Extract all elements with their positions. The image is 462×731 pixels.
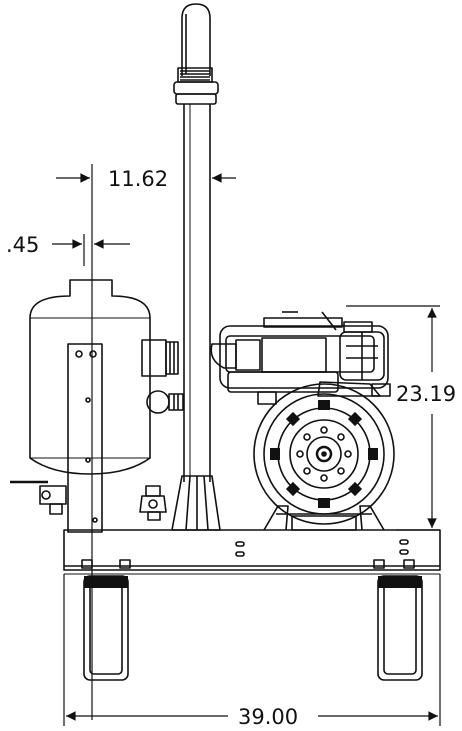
tank-support-post <box>67 343 103 533</box>
left-leg <box>83 575 129 681</box>
dim-width-label: 39.00 <box>238 705 298 729</box>
right-leg <box>377 575 423 681</box>
dim-height-label: 23.19 <box>396 382 456 406</box>
engine-mount <box>263 505 385 531</box>
skid-frame <box>63 529 441 575</box>
fan-bolts <box>296 426 352 482</box>
tank-fitting <box>141 339 184 414</box>
fan-blades <box>270 400 378 508</box>
dim-width-line <box>63 574 441 726</box>
dim-offset-a-line <box>56 164 236 720</box>
engine-housing <box>210 311 391 405</box>
dim-height-line <box>346 305 440 531</box>
drain-valve <box>10 480 67 515</box>
dim-offset-b-label: .45 <box>6 233 39 257</box>
dim-offset-b-line <box>52 234 130 266</box>
dim-offset-a-label: 11.62 <box>108 167 168 191</box>
dimension-labels: 11.62 .45 23.19 39.00 <box>6 167 456 729</box>
discharge-pipe <box>173 3 219 482</box>
check-valve <box>139 485 167 521</box>
pipe-base-gusset <box>171 475 221 531</box>
pressure-tank <box>29 279 151 475</box>
